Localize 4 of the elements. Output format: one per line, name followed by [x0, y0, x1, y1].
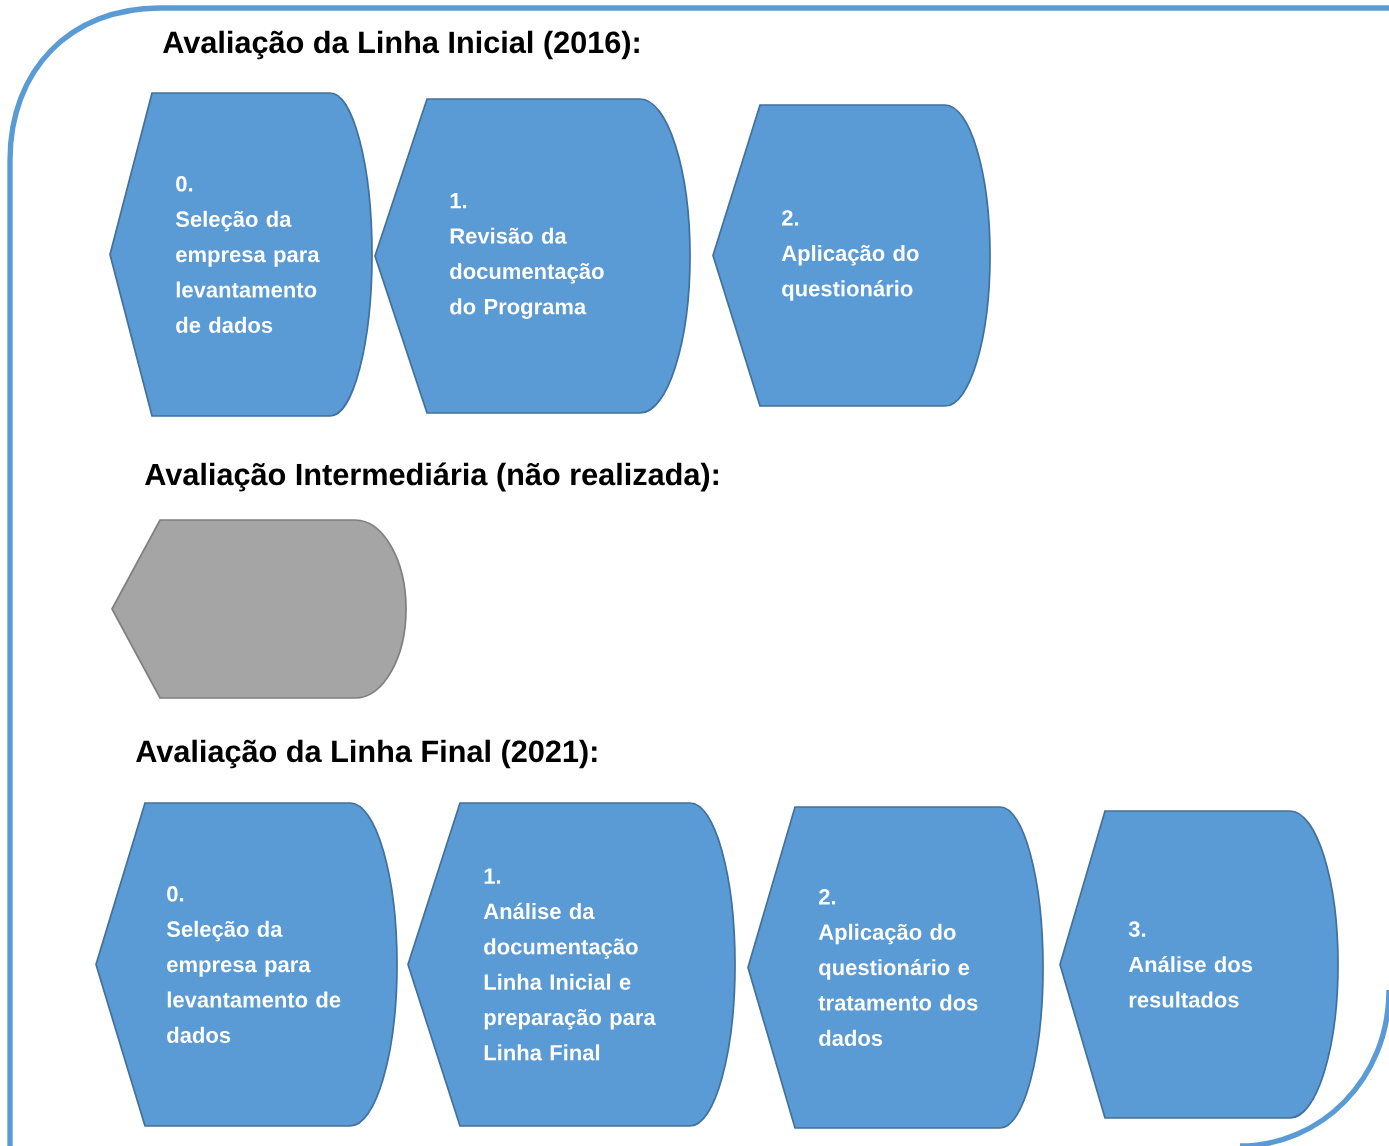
display-shape — [111, 519, 407, 699]
section-heading: Avaliação da Linha Inicial (2016): — [163, 30, 639, 60]
section-heading: Avaliação Intermediária (não realizada): — [145, 462, 718, 492]
section-heading: Avaliação da Linha Final (2021): — [136, 739, 597, 769]
